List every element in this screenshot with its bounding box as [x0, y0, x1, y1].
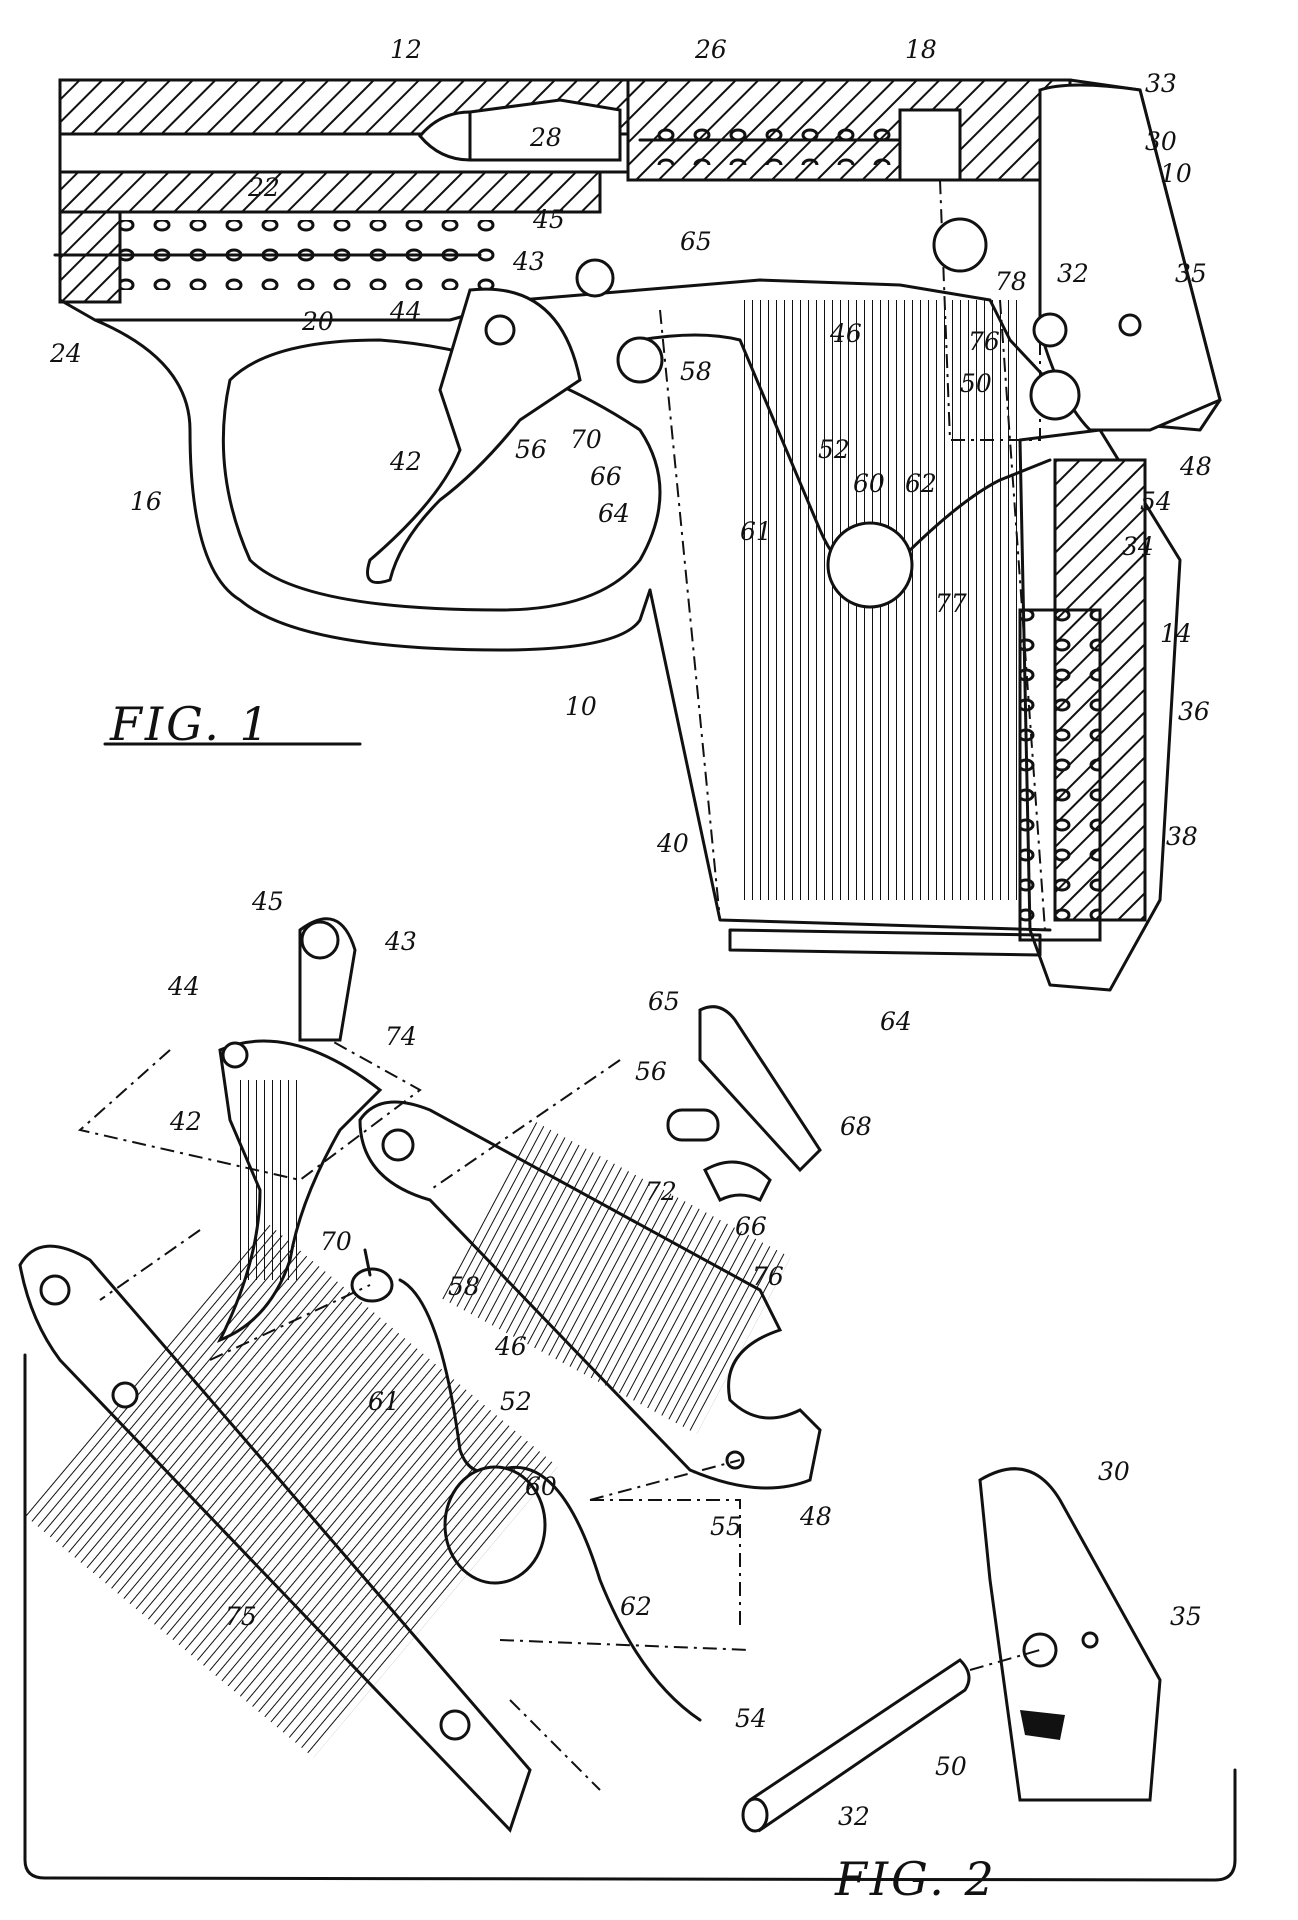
ref-61: 61	[368, 1387, 400, 1416]
disconnector-64	[666, 1005, 822, 1203]
ref-30: 30	[1145, 127, 1177, 156]
grip-panel-75	[18, 1222, 558, 1833]
ref-70: 70	[320, 1227, 352, 1256]
ref-62: 62	[620, 1592, 652, 1621]
ref-43: 43	[512, 247, 545, 276]
ref-28: 28	[529, 123, 562, 152]
construction-lines	[77, 1039, 1041, 1791]
ref-58: 58	[680, 357, 712, 386]
ref-26: 26	[694, 35, 727, 64]
ref-36: 36	[1178, 697, 1210, 726]
ref-10: 10	[565, 692, 597, 721]
ref-70: 70	[570, 425, 602, 454]
ref-46: 46	[494, 1332, 527, 1361]
ref-52: 52	[818, 435, 850, 464]
ref-42: 42	[389, 447, 422, 476]
ref-43: 43	[384, 927, 417, 956]
ref-22: 22	[247, 173, 280, 202]
ref-18: 18	[905, 35, 937, 64]
trigger-bar-46	[358, 1100, 822, 1490]
hammer-30-exploded	[978, 1467, 1162, 1802]
hammer-30	[932, 83, 1222, 432]
ref-35: 35	[1170, 1602, 1202, 1631]
figure-1: 12 26 18 33 30 10 28 22 20 24 45 43 65 4…	[49, 35, 1222, 992]
ref-60: 60	[525, 1472, 557, 1501]
ref-72: 72	[645, 1177, 677, 1206]
ref-48: 48	[1179, 452, 1212, 481]
ref-54: 54	[1140, 487, 1172, 516]
slide-section	[53, 78, 1072, 304]
ref-61: 61	[740, 517, 772, 546]
ref-32: 32	[838, 1802, 870, 1831]
frame-outline	[58, 78, 1222, 992]
ref-75: 75	[225, 1602, 257, 1631]
ref-35: 35	[1175, 259, 1207, 288]
trigger-bar-spring	[616, 333, 1052, 609]
figure-2-caption: FIG. 2	[834, 1852, 997, 1906]
ref-78: 78	[995, 267, 1027, 296]
hammer-pin-32	[741, 1658, 971, 1833]
ref-38: 38	[1166, 822, 1198, 851]
ref-65: 65	[648, 987, 680, 1016]
ref-55: 55	[710, 1512, 742, 1541]
ref-54: 54	[735, 1704, 767, 1733]
ref-34: 34	[1122, 532, 1154, 561]
ref-74: 74	[385, 1022, 417, 1051]
ref-58: 58	[448, 1272, 480, 1301]
ref-68: 68	[840, 1112, 872, 1141]
ref-56: 56	[635, 1057, 667, 1086]
ref-44: 44	[167, 972, 200, 1001]
ref-64: 64	[598, 499, 630, 528]
ref-30: 30	[1098, 1457, 1130, 1486]
ref-66: 66	[590, 462, 622, 491]
ref-77: 77	[935, 589, 967, 618]
ref-45: 45	[532, 205, 565, 234]
ref-33: 33	[1145, 69, 1177, 98]
ref-60: 60	[853, 469, 885, 498]
fig1-reference-numerals: 12 26 18 33 30 10 28 22 20 24 45 43 65 4…	[49, 35, 1212, 858]
ref-20: 20	[301, 307, 334, 336]
ref-52: 52	[500, 1387, 532, 1416]
ref-44: 44	[389, 297, 422, 326]
ref-42: 42	[169, 1107, 202, 1136]
ref-64: 64	[880, 1007, 912, 1036]
fig2-reference-numerals: 45 43 44 74 42 65 64 56 68 72 66 70 58 7…	[167, 887, 1202, 1831]
figure-2: 45 43 44 74 42 65 64 56 68 72 66 70 58 7…	[18, 887, 1237, 1906]
ref-12: 12	[390, 35, 422, 64]
ref-24: 24	[49, 339, 82, 368]
ref-62: 62	[905, 469, 937, 498]
ref-66: 66	[735, 1212, 767, 1241]
ref-76: 76	[752, 1262, 784, 1291]
ref-48: 48	[799, 1502, 832, 1531]
ref-56: 56	[515, 435, 547, 464]
ref-65: 65	[680, 227, 712, 256]
ref-32: 32	[1057, 259, 1089, 288]
ref-14: 14	[1160, 619, 1192, 648]
ref-50: 50	[960, 369, 992, 398]
ref-45: 45	[251, 887, 284, 916]
ref-40: 40	[656, 829, 689, 858]
trigger-42	[366, 258, 615, 584]
ref-16: 16	[130, 487, 162, 516]
ref-76: 76	[968, 327, 1000, 356]
ref-46: 46	[829, 319, 862, 348]
ref-50: 50	[935, 1752, 967, 1781]
figure-1-caption: FIG. 1	[109, 697, 272, 751]
ref-10: 10	[1160, 159, 1192, 188]
